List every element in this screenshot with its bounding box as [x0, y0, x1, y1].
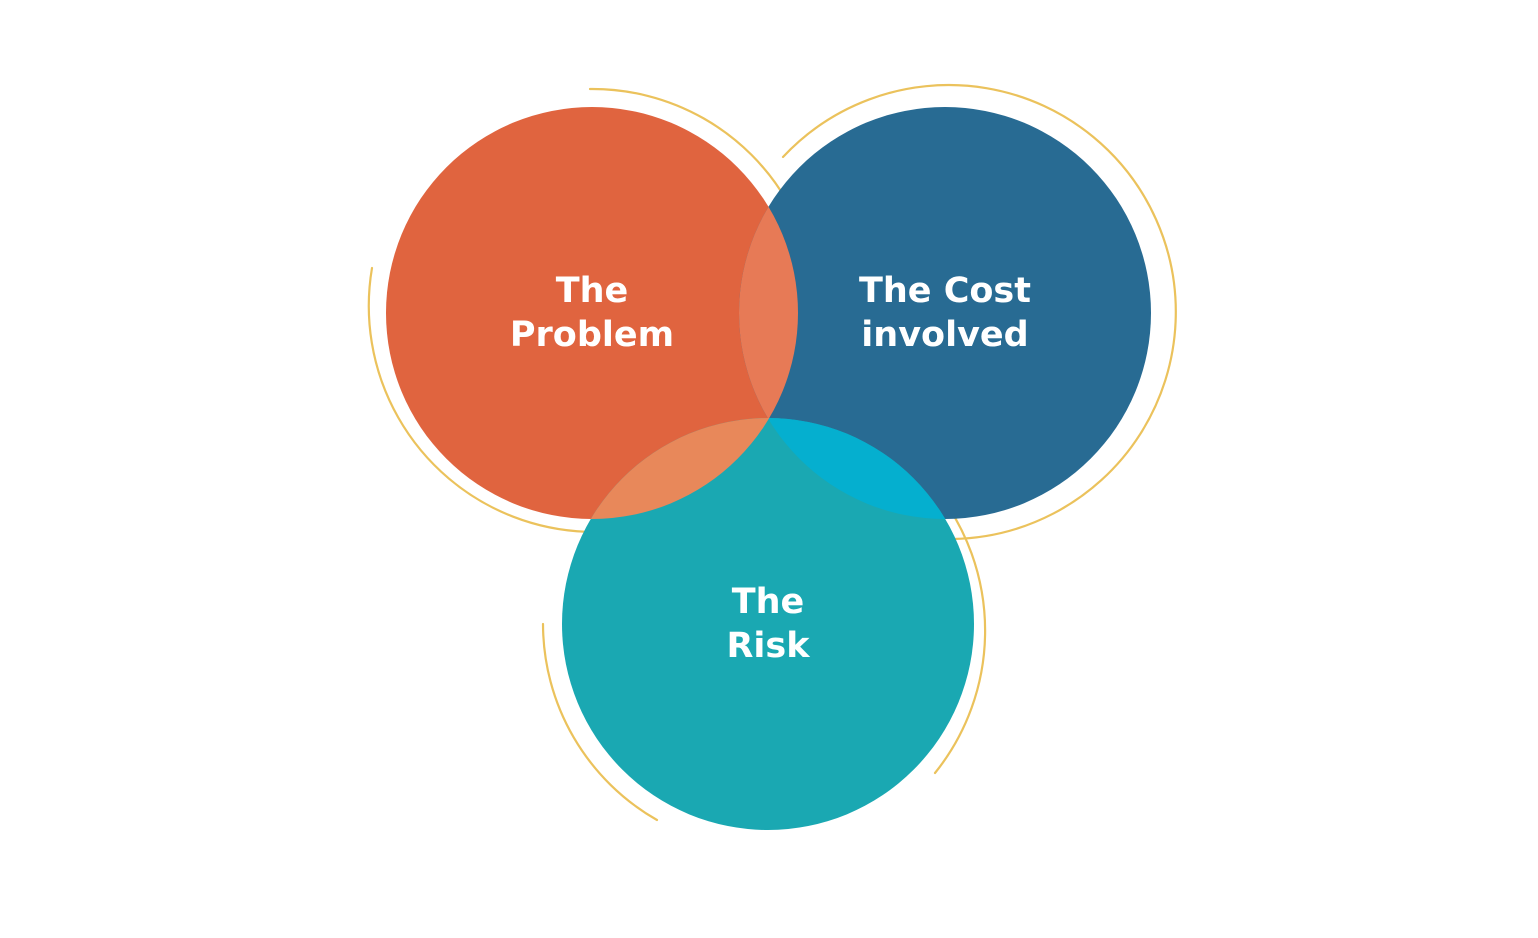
cost-accent-arc: [781, 83, 1177, 541]
cost-label-line1: The Cost: [859, 271, 1031, 311]
problem-accent-arc-top: [588, 87, 789, 203]
risk-circle: [562, 418, 974, 830]
problem-label-line1: The: [556, 271, 629, 311]
cost-label: The Cost involved: [859, 271, 1031, 355]
problem-label-line2: Problem: [510, 315, 674, 355]
risk-label-line1: The: [732, 582, 805, 622]
cost-circle: [739, 107, 1151, 519]
risk-label: The Risk: [726, 582, 810, 666]
problem-label: The Problem: [510, 271, 674, 355]
cost-label-line2: involved: [861, 315, 1028, 355]
risk-accent-arc-bottom: [541, 622, 659, 822]
risk-label-line2: Risk: [726, 626, 810, 666]
problem-circle: [386, 107, 798, 519]
